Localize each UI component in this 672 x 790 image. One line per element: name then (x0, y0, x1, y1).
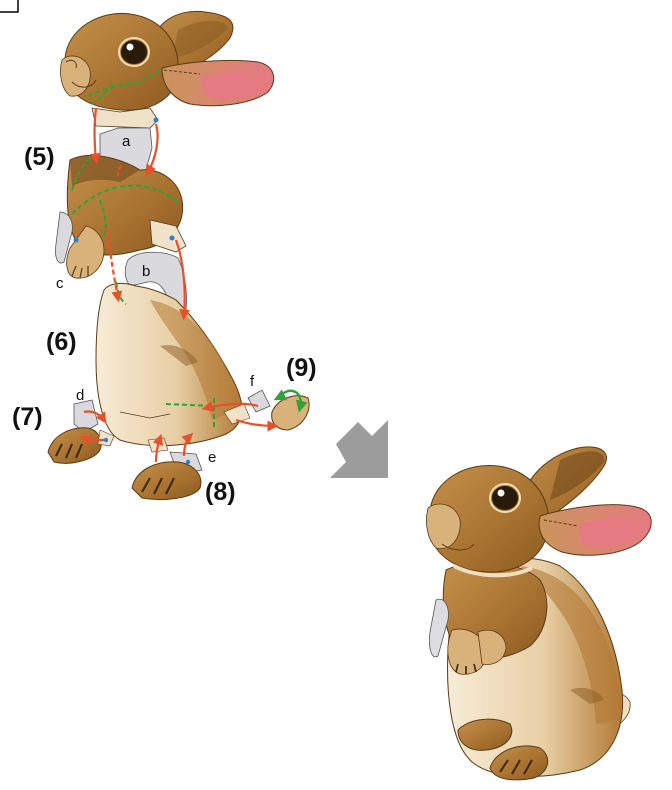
foot-7 (48, 428, 101, 464)
step-label-7: (7) (12, 403, 43, 431)
exploded-rabbit: a c b (12, 11, 317, 506)
assembled-left-paw-flap (429, 599, 448, 657)
flap-f (248, 390, 270, 412)
foot-8-part: e (132, 438, 216, 500)
next-step-arrow (330, 420, 388, 478)
assembled-rabbit (426, 447, 651, 780)
arrow-tab-to-tail (236, 420, 274, 426)
assembled-eye (492, 486, 518, 510)
part-letter-a: a (122, 133, 131, 150)
eye (121, 40, 147, 64)
part-letter-e: e (208, 449, 216, 466)
part-letter-c: c (56, 275, 64, 292)
step-label-9: (9) (286, 354, 317, 382)
step-label-6: (6) (46, 328, 77, 356)
step-label-5: (5) (24, 143, 55, 171)
step-label-8: (8) (205, 478, 236, 506)
corner-mark (0, 0, 18, 12)
part-letter-b: b (142, 263, 150, 280)
part-letter-d: d (76, 387, 84, 404)
head-part (60, 11, 273, 128)
part-letter-f: f (250, 373, 255, 390)
body-part (96, 282, 242, 446)
arrow-head-to-chest-left (95, 108, 97, 160)
flap-d (74, 400, 98, 432)
tail (272, 396, 309, 430)
